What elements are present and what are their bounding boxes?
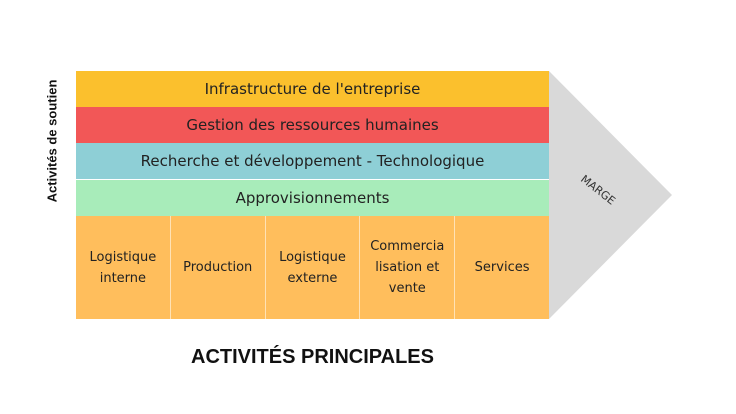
primary-activity-label: Production — [183, 260, 253, 275]
support-band-human-resources: Gestion des ressources humaines — [76, 107, 549, 143]
primary-activity-label: Services — [474, 260, 530, 275]
primary-activity-production: Production — [171, 216, 266, 319]
support-activities-label: Activités de soutien — [44, 79, 60, 203]
support-band-research-development: Recherche et développement - Technologiq… — [76, 143, 549, 179]
margin-arrow-shape — [549, 71, 672, 319]
support-band-infrastructure: Infrastructure de l'entreprise — [76, 71, 549, 107]
primary-activity-services: Services — [455, 216, 549, 319]
support-band-procurement: Approvisionnements — [76, 180, 549, 216]
primary-activities-title: ACTIVITÉS PRINCIPALES — [191, 346, 434, 368]
